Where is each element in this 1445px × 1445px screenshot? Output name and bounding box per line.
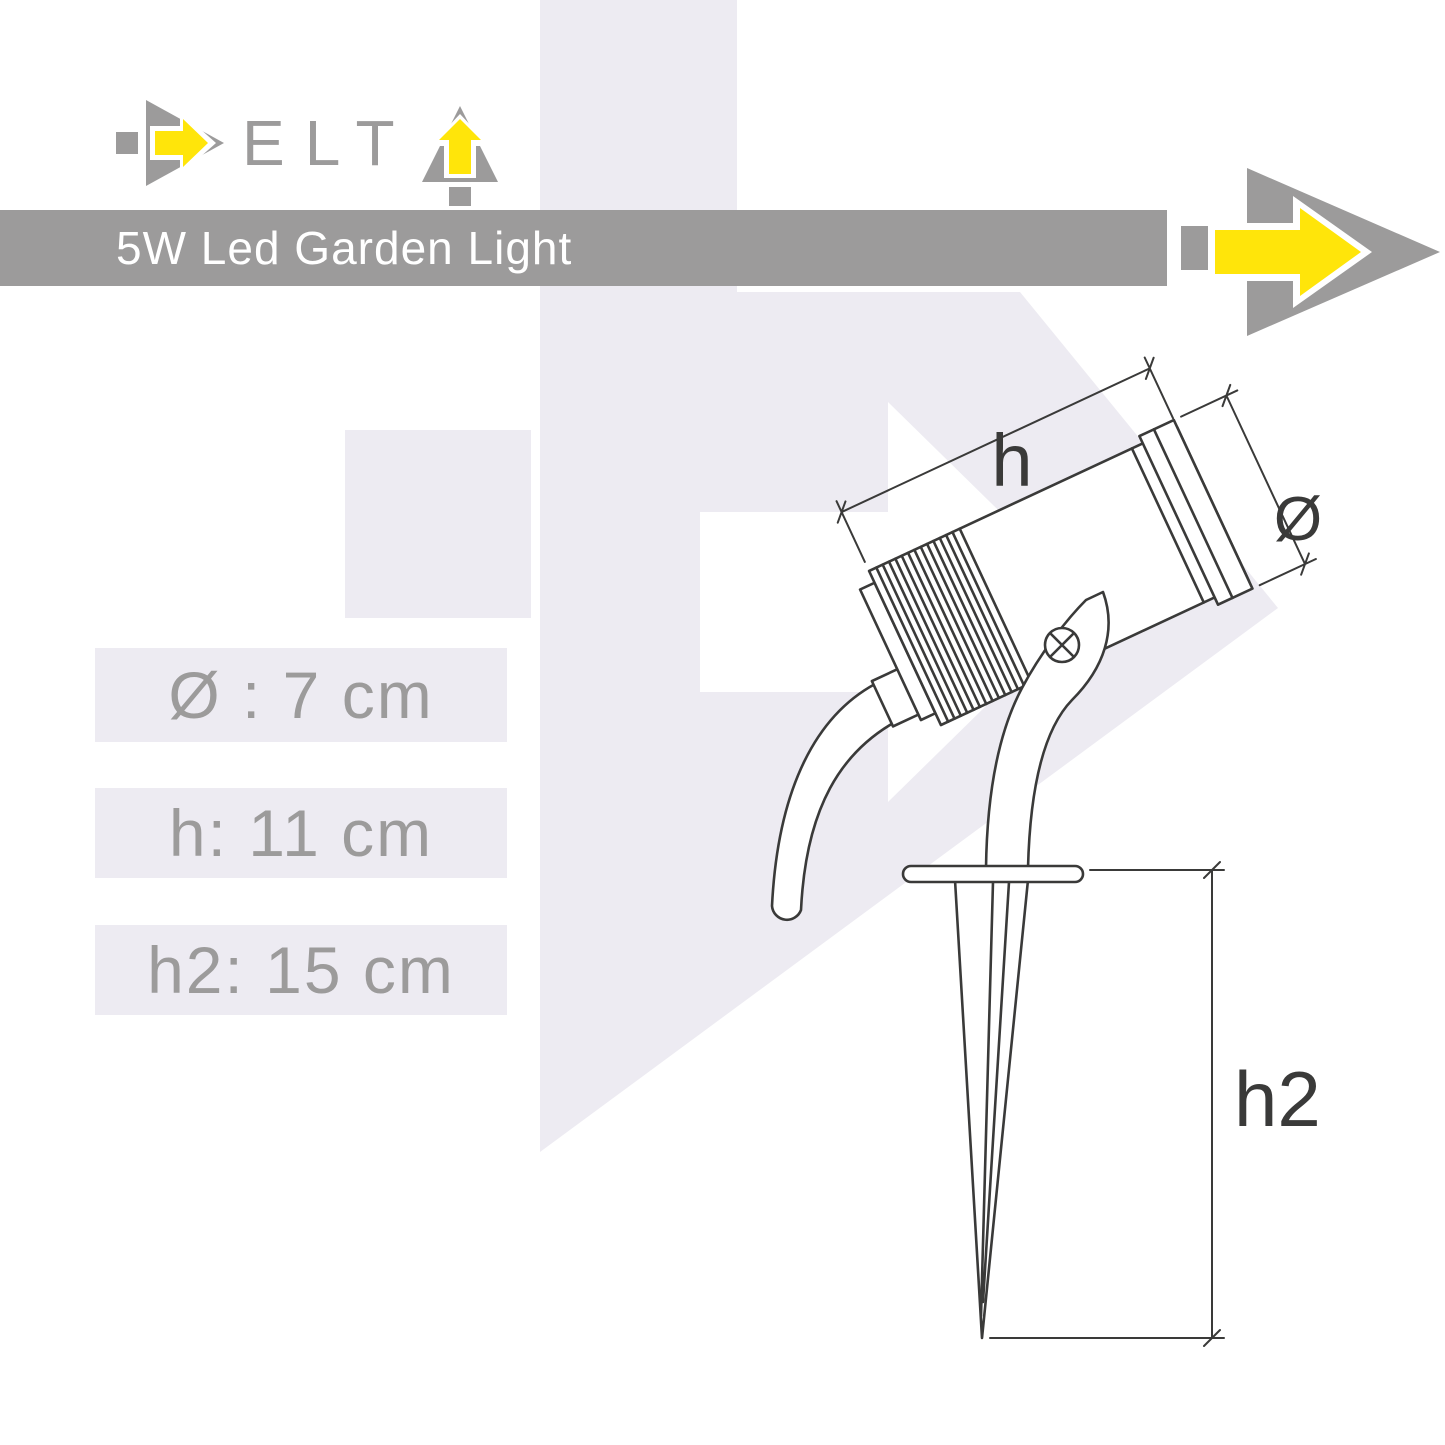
logo-d-yellow-arrow-icon (155, 119, 208, 167)
watermark-rect (345, 430, 531, 618)
dim-diameter-label: Ø (1274, 485, 1322, 554)
product-title: 5W Led Garden Light (116, 222, 573, 274)
dim-h2-lines (989, 861, 1225, 1347)
logo-a-square (449, 187, 471, 206)
brand-logo: ELT (116, 100, 498, 206)
dim-diameter-lines (1180, 383, 1317, 587)
spike-ridge-lines (979, 880, 1011, 1318)
logo-wordmark: ELT (242, 107, 415, 179)
spec-height-label: h: 11 cm (168, 796, 434, 870)
spec-row-height: h: 11 cm (95, 788, 507, 878)
lamp-head (835, 356, 1317, 728)
logo-a-yellow-arrow-icon (439, 119, 481, 174)
banner-arrow-graphic (1181, 168, 1440, 336)
dim-h-label: h (991, 419, 1032, 502)
dim-h2-label: h2 (1234, 1055, 1321, 1143)
bezel-line (1152, 428, 1234, 600)
front-bezel (1138, 418, 1254, 606)
power-cable (770, 682, 897, 922)
heatsink-fins (875, 527, 1033, 723)
body-groove (1130, 447, 1206, 604)
logo-d-square (116, 132, 138, 154)
dim-h-lines (835, 356, 1174, 563)
spec-spike-height-label: h2: 15 cm (147, 933, 455, 1007)
spec-diameter-label: Ø : 7 cm (168, 658, 434, 732)
spec-row-diameter: Ø : 7 cm (95, 648, 507, 742)
ground-plate (901, 864, 1085, 884)
yellow-arrow-icon (1215, 208, 1361, 296)
pivot-screw-cross (1049, 632, 1075, 658)
title-banner: 5W Led Garden Light (0, 210, 1167, 286)
spec-row-spike-height: h2: 15 cm (95, 925, 507, 1015)
